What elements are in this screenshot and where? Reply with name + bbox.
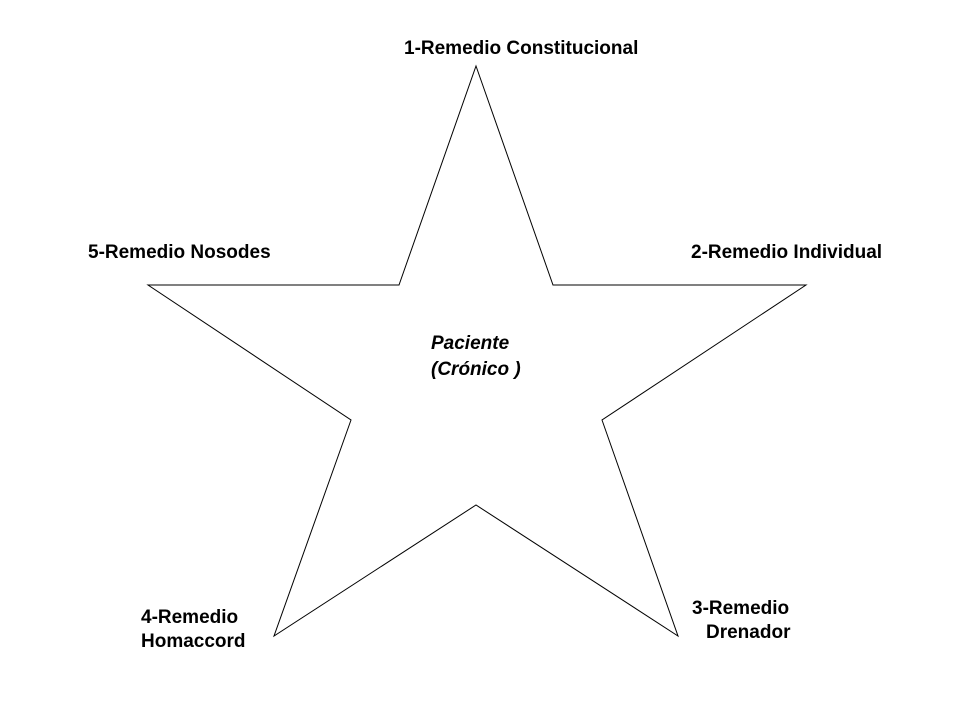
label-line: Drenador <box>706 622 791 643</box>
label-line: Homaccord <box>141 631 246 652</box>
label-line: 2-Remedio Individual <box>691 242 883 263</box>
label-line: 1-Remedio Constitucional <box>404 38 639 59</box>
point-label-nosodes: 5-Remedio Nosodes <box>88 241 271 265</box>
label-line: 3-Remedio <box>692 598 790 619</box>
label-line: 4-Remedio <box>141 607 239 628</box>
point-label-constitucional: 1-Remedio Constitucional <box>404 37 638 61</box>
point-label-individual: 2-Remedio Individual <box>691 241 882 265</box>
center-line: (Crónico ) <box>431 359 521 380</box>
point-label-homaccord: 4-Remedio Homaccord <box>141 606 246 654</box>
center-label-paciente: Paciente (Crónico ) <box>431 331 521 383</box>
star-shape <box>146 64 808 638</box>
point-label-drenador: 3-Remedio Drenador <box>692 597 790 645</box>
label-line: 5-Remedio Nosodes <box>88 242 271 263</box>
center-line: Paciente <box>431 333 510 354</box>
